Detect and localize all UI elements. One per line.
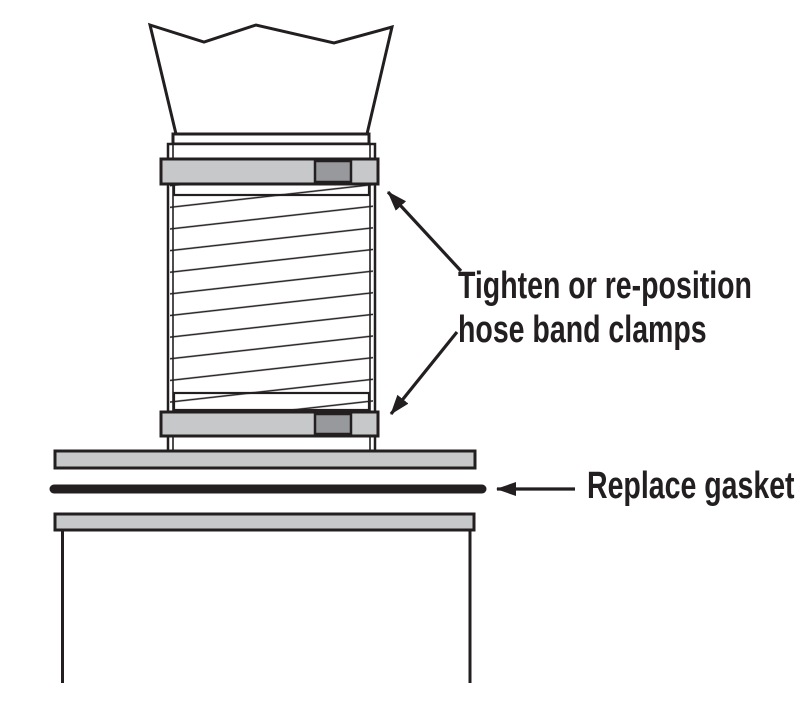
hose-band-clamp-lower (159, 410, 380, 438)
arrow-to-upper-clamp (386, 190, 463, 273)
flange-lower (53, 512, 476, 532)
clamp-screw-upper (313, 159, 353, 184)
clamp-screw-lower (313, 412, 353, 436)
funnel-collar (171, 132, 371, 146)
duct-funnel (147, 22, 395, 146)
clamp-callout-line1: Tighten or re-position (458, 265, 752, 307)
callout-arrows (386, 190, 575, 496)
tank-walls (61, 530, 472, 683)
hose-spiral-hatch (170, 183, 373, 411)
gasket-callout-label: Replace gasket (587, 465, 795, 507)
arrow-to-lower-clamp (389, 330, 459, 416)
hose-band-clamp-upper (159, 157, 380, 186)
flange-upper (53, 449, 477, 470)
clamp-callout-line2: hose band clamps (458, 309, 707, 351)
clamp-callout-label: Tighten or re-position hose band clamps (458, 264, 752, 352)
hose-sleeve-lower (172, 391, 371, 412)
corrugated-hose (166, 142, 377, 453)
